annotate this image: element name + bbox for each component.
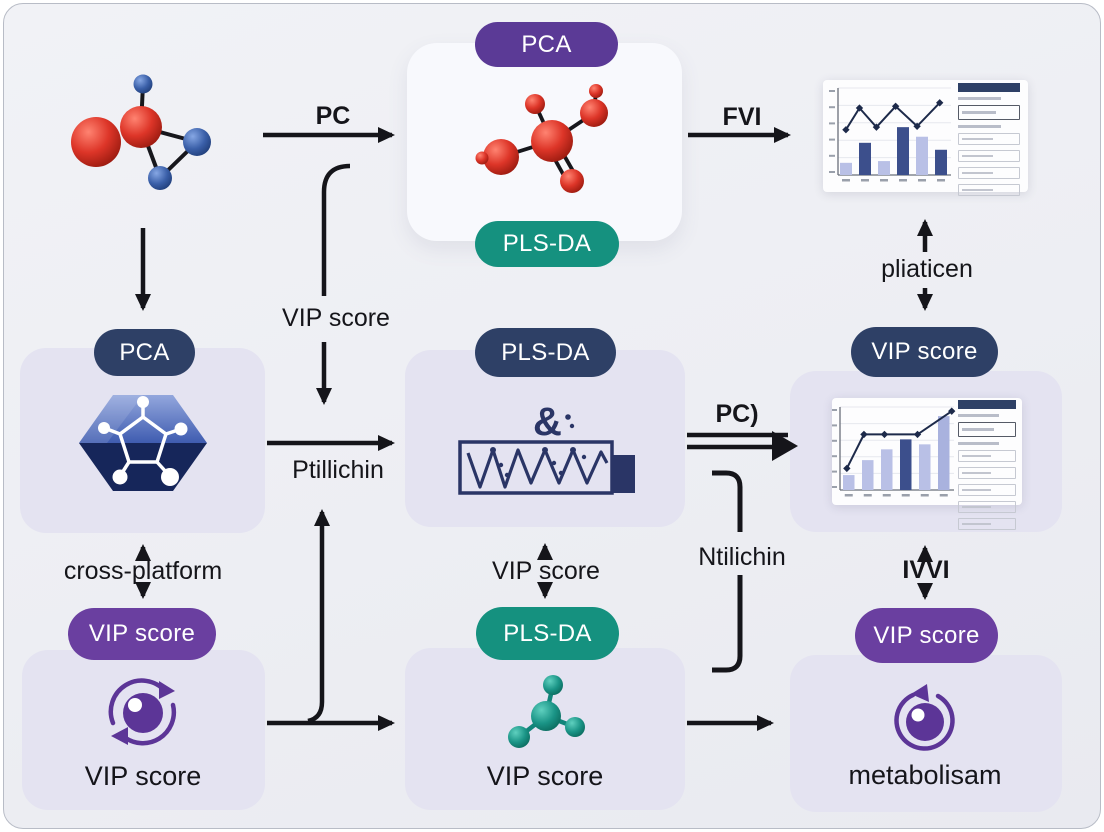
legend-panel [958, 83, 1020, 201]
chart-thumbnail-middle [832, 398, 1022, 530]
eye-circle-icon [894, 684, 955, 751]
edge-label-pc: PC [315, 102, 351, 130]
caption-left-bottom: VIP score [84, 761, 202, 791]
edge-label-ivvi: IVVI [902, 556, 950, 584]
node-box-center-middle [405, 350, 685, 527]
edge-label-vip-score-center: VIP score [492, 557, 600, 585]
molecule-red-icon [475, 84, 608, 193]
pill-plsda-top: PLS-DA [475, 221, 619, 267]
edge-label-ntilichin: Ntilichin [698, 543, 786, 571]
pill-label: PLS-DA [501, 338, 590, 366]
hexagon-network-icon [79, 395, 207, 491]
edge-label-ptillichin: Ptillichin [292, 456, 384, 484]
waveform-signal-icon: & [458, 400, 635, 495]
legend-highlighted-row [958, 422, 1016, 437]
bar-line-chart [832, 406, 956, 497]
pill-pca-left: PCA [94, 329, 195, 376]
edge-label-fvi: FVI [722, 103, 762, 131]
chart-thumbnail-top [823, 80, 1028, 196]
pill-vip-right: VIP score [855, 608, 998, 663]
edge-label-pc-paren: PC) [715, 400, 759, 428]
pill-label: PCA [521, 30, 572, 58]
caption-center-bottom: VIP score [486, 761, 604, 791]
pill-vip-top-right: VIP score [851, 327, 998, 377]
edge-label-vip-score-drop: VIP score [282, 304, 390, 332]
pill-label: PLS-DA [503, 619, 592, 647]
pill-plsda-middle: PLS-DA [475, 328, 616, 377]
pill-label: PCA [119, 338, 170, 366]
legend-highlighted-row [958, 105, 1020, 120]
legend-header [958, 400, 1016, 409]
molecule-teal-icon [508, 675, 585, 748]
pill-label: VIP score [871, 338, 978, 365]
pill-label: VIP score [873, 621, 980, 649]
molecule-red-blue-icon [71, 74, 211, 190]
edge-label-pliaticen: pliaticen [881, 255, 973, 283]
pill-pca-top: PCA [475, 22, 618, 67]
ampersand-glyph: & [533, 400, 562, 444]
pill-label: PLS-DA [502, 230, 592, 257]
legend-panel [958, 400, 1016, 535]
legend-header [958, 83, 1020, 92]
eye-refresh-icon [108, 678, 177, 746]
bar-line-chart [829, 87, 951, 182]
pill-label: VIP score [88, 620, 196, 647]
caption-right-bottom: metabolisam [848, 760, 1002, 790]
edge-label-cross-platform: cross-platform [63, 557, 223, 585]
pill-vip-left: VIP score [68, 608, 216, 660]
pill-plsda-center: PLS-DA [476, 607, 619, 660]
